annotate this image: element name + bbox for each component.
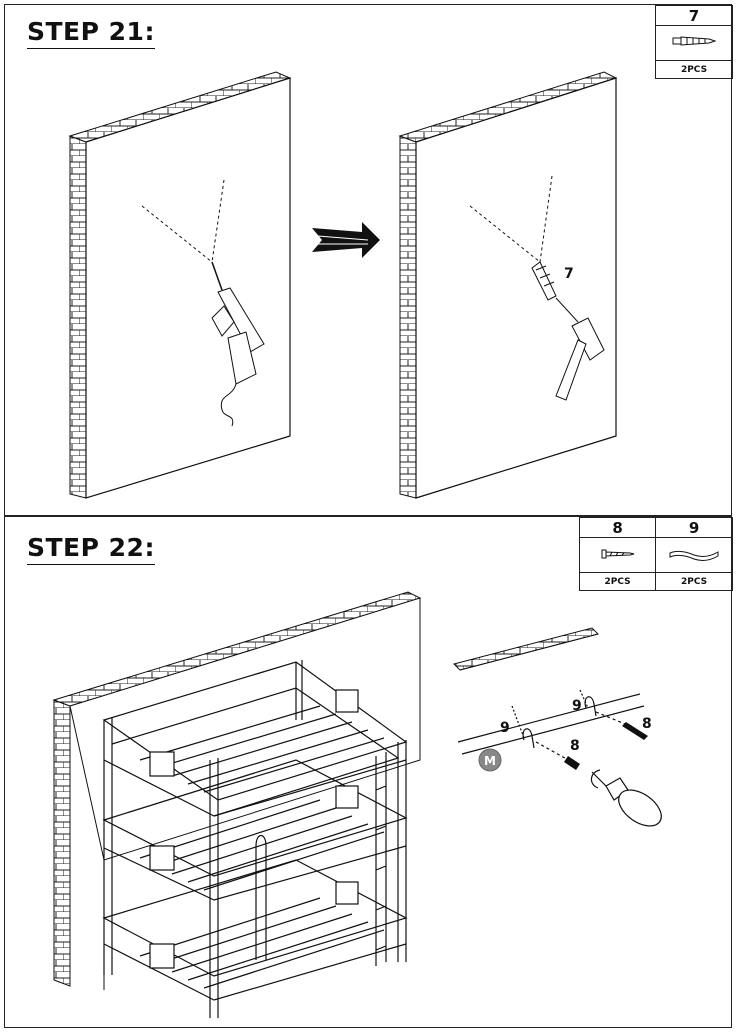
- rail-detail: [457, 689, 645, 763]
- parts-table: 7 2PCS: [655, 5, 733, 79]
- callout-8: 8: [570, 738, 580, 754]
- strap-bracket-icon: [669, 550, 719, 561]
- callout-9: 9: [572, 698, 582, 714]
- drill-icon: [141, 179, 265, 427]
- screw-icon: [601, 549, 634, 558]
- step-21-illustration: 7: [68, 71, 618, 499]
- badge-label: M: [484, 754, 496, 768]
- m-badge: M: [478, 748, 502, 772]
- step-title: STEP 21:: [27, 17, 155, 49]
- wall-left: [68, 71, 292, 499]
- callout-9: 9: [500, 720, 510, 736]
- arrow-right-icon: [312, 222, 380, 258]
- callout-7: 7: [564, 266, 574, 282]
- bunk-bed: [102, 660, 408, 1018]
- detail-wall: [453, 627, 599, 671]
- screw-icon: [564, 722, 648, 770]
- step-title: STEP 22:: [27, 533, 155, 565]
- screwdriver-icon: [590, 769, 662, 827]
- part-qty: 2PCS: [655, 572, 733, 591]
- part-qty: 2PCS: [578, 572, 657, 591]
- parts-table: 8 9 2PCS 2PCS: [578, 517, 733, 591]
- callout-8: 8: [642, 716, 652, 732]
- hammer-icon: [469, 175, 605, 401]
- wall-anchor-icon: [672, 36, 717, 46]
- part-qty: 2PCS: [655, 60, 733, 79]
